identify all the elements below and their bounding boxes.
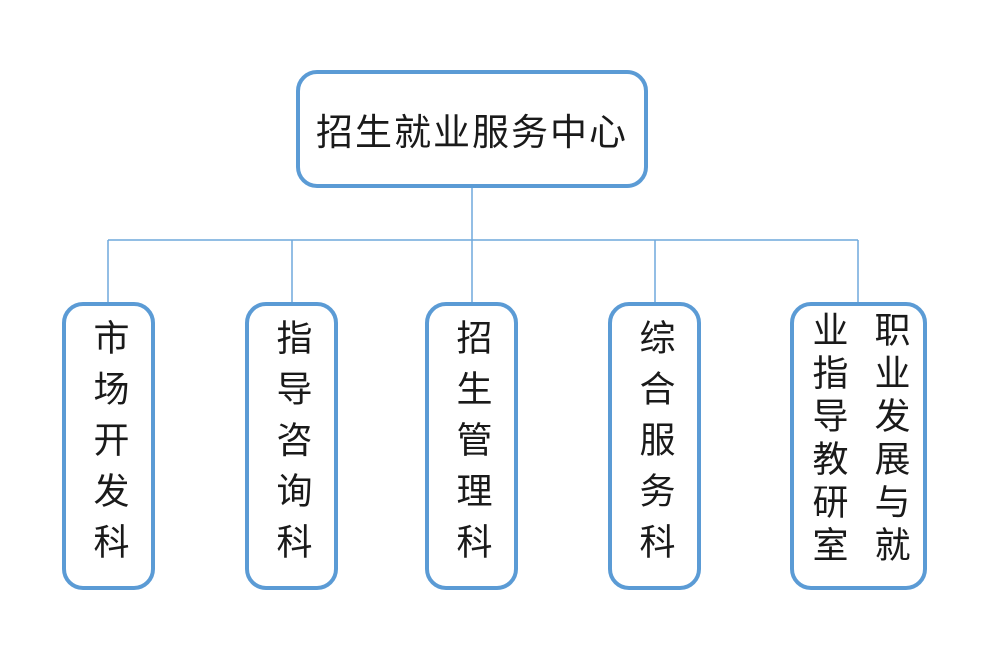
node-market-development-label: 市场开发科 bbox=[88, 318, 130, 574]
node-enrollment-management: 招生管理科 bbox=[425, 302, 518, 590]
node-comprehensive-service-label: 综合服务科 bbox=[634, 318, 676, 574]
node-guidance-consulting-label: 指导咨询科 bbox=[271, 318, 313, 574]
node-enrollment-management-label: 招生管理科 bbox=[451, 318, 493, 574]
node-root-label: 招生就业服务中心 bbox=[316, 112, 628, 153]
node-market-development: 市场开发科 bbox=[62, 302, 155, 590]
node-root: 招生就业服务中心 bbox=[296, 70, 648, 188]
node-guidance-consulting: 指导咨询科 bbox=[245, 302, 338, 590]
node-career-development-office: 职业发展与就业指导教研室 bbox=[790, 302, 927, 590]
node-comprehensive-service: 综合服务科 bbox=[608, 302, 701, 590]
node-career-development-office-label: 职业发展与就业指导教研室 bbox=[807, 311, 911, 569]
